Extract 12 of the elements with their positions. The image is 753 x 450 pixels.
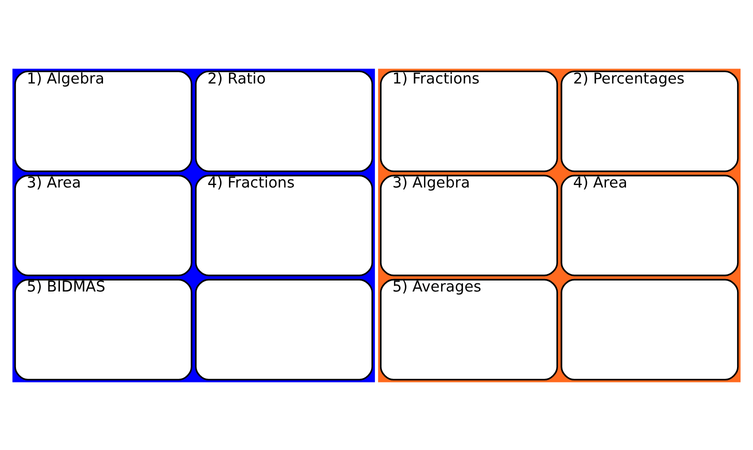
node-box: 5) Averages: [380, 278, 558, 380]
node-box: [560, 278, 739, 380]
node-box: 5) BIDMAS: [14, 278, 192, 380]
node-box: 2) Percentages: [560, 70, 739, 172]
node-box: 3) Area: [14, 174, 192, 276]
node-box: 3) Algebra: [380, 174, 558, 276]
node-box: 2) Ratio: [195, 70, 374, 172]
node-box: [195, 278, 374, 380]
node-box: 1) Fractions: [380, 70, 558, 172]
node-box: 4) Fractions: [195, 174, 374, 276]
node-box: 4) Area: [560, 174, 739, 276]
node-box: 1) Algebra: [14, 70, 192, 172]
